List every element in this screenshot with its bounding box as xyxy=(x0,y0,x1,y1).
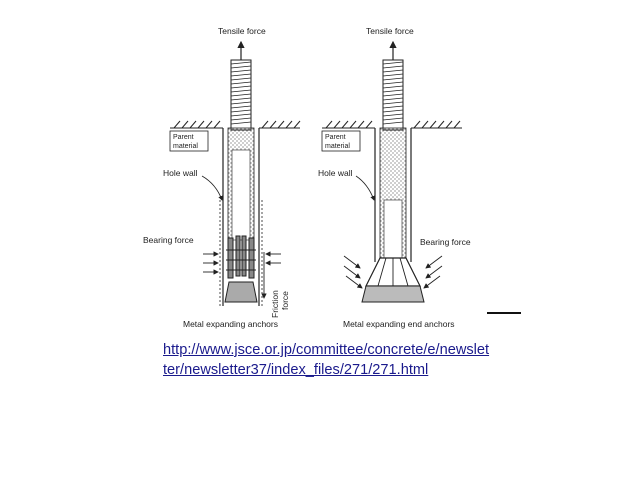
left-friction-force: Friction force xyxy=(261,252,290,318)
left-parent-label-line1: Parent xyxy=(173,134,194,141)
right-expansion-cone xyxy=(361,285,425,303)
right-hole-wall xyxy=(374,128,412,262)
left-friction-label-line1: Friction xyxy=(270,290,280,318)
right-parent-label-line2: material xyxy=(325,143,350,150)
source-url-link[interactable]: http://www.jsce.or.jp/committee/concrete… xyxy=(163,342,490,378)
left-parent-label-line2: material xyxy=(173,143,198,150)
right-bearing-arrows xyxy=(343,255,443,289)
left-bearing-arrows xyxy=(203,251,281,275)
right-hole-wall-label: Hole wall xyxy=(318,168,353,178)
right-hole-wall-leader xyxy=(355,175,375,201)
left-expansion-segments xyxy=(226,235,256,279)
left-hole-outline xyxy=(219,200,263,306)
right-ground-surface xyxy=(322,120,462,129)
left-hole-wall-leader xyxy=(201,175,223,201)
left-caption: Metal expanding anchors xyxy=(183,319,278,329)
right-expanded-segments xyxy=(377,257,409,287)
right-threaded-bolt xyxy=(382,59,404,131)
left-ground-surface xyxy=(170,120,301,129)
left-anchor-panel: Tensile force xyxy=(143,26,301,329)
left-tensile-force-label: Tensile force xyxy=(218,26,266,36)
left-threaded-bolt xyxy=(230,59,252,131)
decorative-bar xyxy=(487,312,521,314)
right-caption: Metal expanding end anchors xyxy=(343,319,455,329)
left-parent-material-box: Parent material xyxy=(169,130,209,152)
left-hole-wall-label: Hole wall xyxy=(163,168,198,178)
right-bearing-force-label: Bearing force xyxy=(420,237,471,247)
left-friction-label-line2: force xyxy=(280,291,290,310)
right-tensile-force-label: Tensile force xyxy=(366,26,414,36)
left-hole-wall xyxy=(222,128,260,306)
left-anchor-shank xyxy=(231,149,251,241)
right-anchor-panel: Tensile force xyxy=(318,26,471,329)
right-anchor-shank xyxy=(383,199,403,259)
left-expansion-cone xyxy=(224,281,258,303)
right-parent-label-line1: Parent xyxy=(325,134,346,141)
left-bearing-force-label: Bearing force xyxy=(143,235,194,245)
right-parent-material-box: Parent material xyxy=(321,130,361,152)
